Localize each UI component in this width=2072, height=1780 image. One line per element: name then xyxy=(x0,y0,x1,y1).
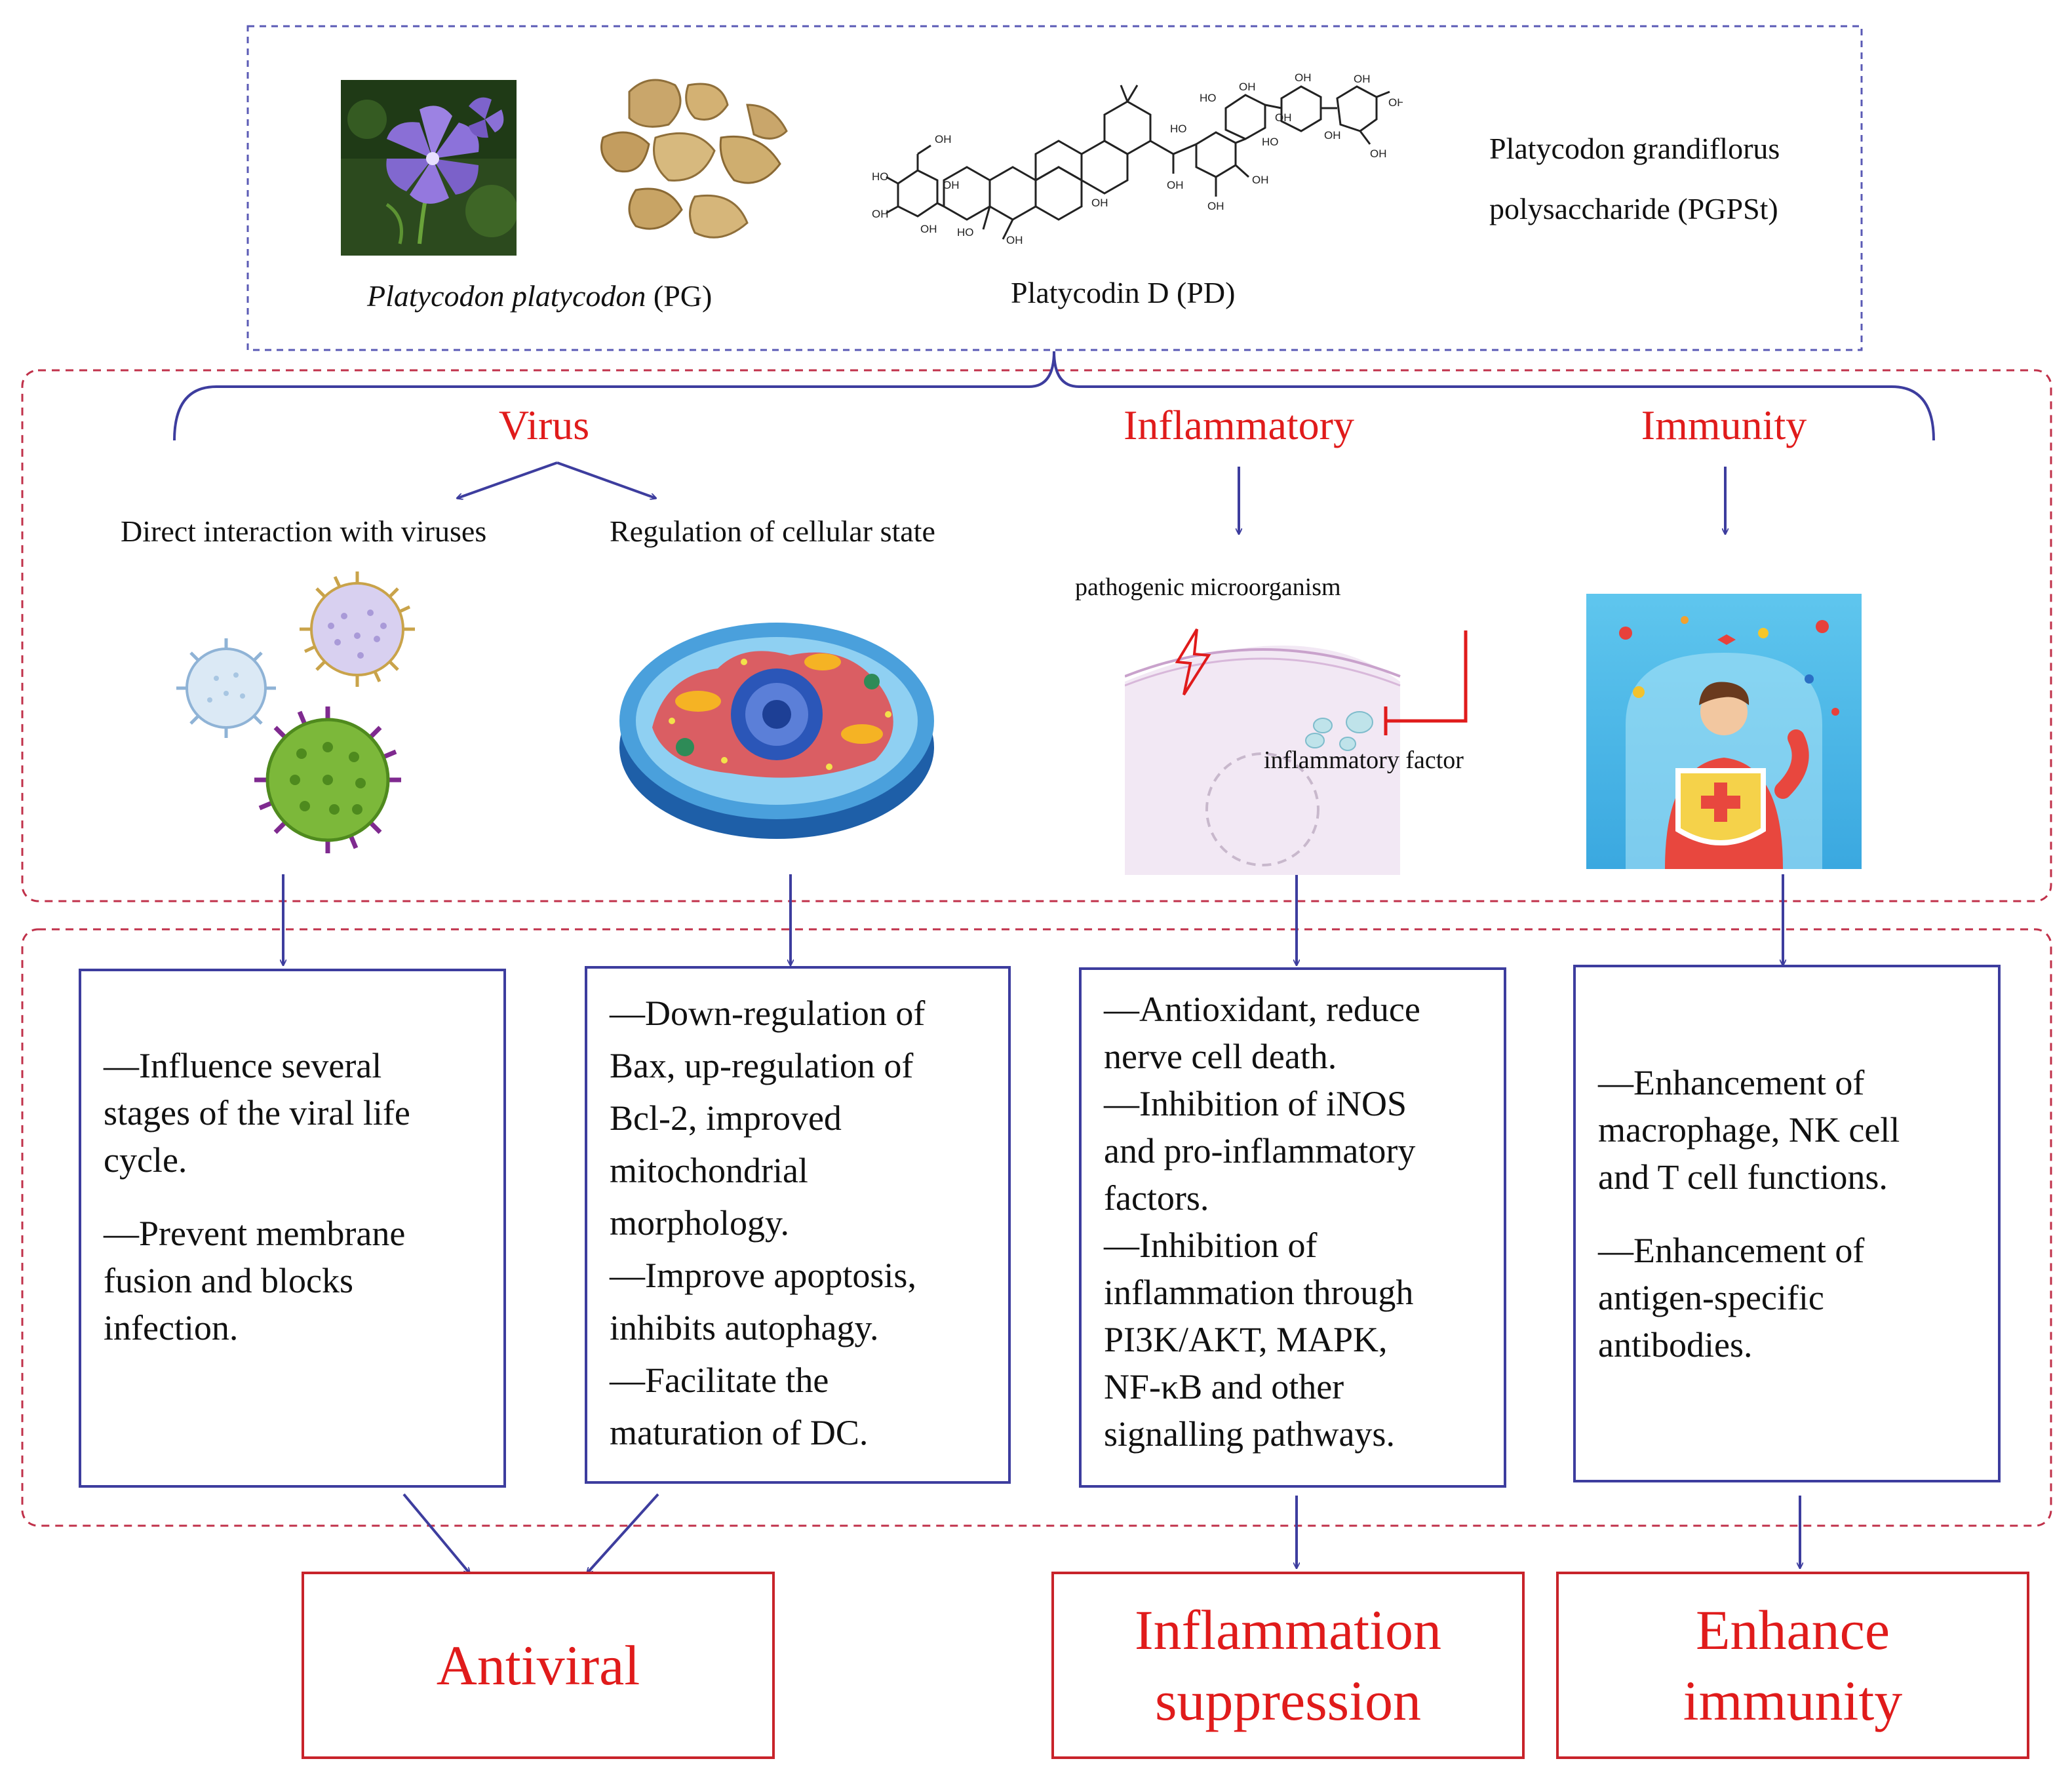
platycodin-d-structure: OH HO OH OH OH HO OH OH OH OH OH OH HO O… xyxy=(872,72,1403,246)
category-virus-title: Virus xyxy=(498,402,590,448)
chem-label: OH xyxy=(1324,129,1341,142)
virus-fork-arrow-left xyxy=(458,461,558,498)
outcome-inflammation-line1: Inflammation xyxy=(1134,1598,1442,1661)
mechanism-line: stages of the viral life xyxy=(104,1093,410,1132)
chem-label: OH xyxy=(1252,174,1269,186)
outcome-antiviral-label: Antiviral xyxy=(436,1634,640,1697)
categories-frame xyxy=(21,369,2052,902)
mechanism-spacer xyxy=(104,1184,481,1210)
chem-label: OH xyxy=(1207,200,1224,212)
mechanism-box-immunity: —Enhancement of macrophage, NK cell and … xyxy=(1573,965,2001,1482)
outcome-immunity-line2: immunity xyxy=(1683,1669,1903,1732)
mechanism-line: cycle. xyxy=(104,1140,187,1180)
chem-label: OH xyxy=(1370,147,1387,160)
mechanism-line: —Prevent membrane xyxy=(104,1214,406,1253)
chem-label: OH xyxy=(935,133,952,145)
mechanism-line: inflammation through xyxy=(1104,1273,1414,1312)
cellular-state-label: Regulation of cellular state xyxy=(610,514,935,548)
chem-label: OH xyxy=(1354,73,1371,85)
mechanism-line: —Enhancement of xyxy=(1598,1063,1865,1102)
pathogen-label: pathogenic microorganism xyxy=(1075,573,1341,601)
chem-label: OH xyxy=(920,223,937,235)
mechanism-line: nerve cell death. xyxy=(1104,1037,1337,1076)
mechanism-line: inhibits autophagy. xyxy=(610,1308,879,1347)
chem-label: HO xyxy=(872,170,889,183)
mechanism-line: NF-κB and other xyxy=(1104,1367,1344,1406)
chem-label: OH xyxy=(1006,234,1023,246)
chem-label: HO xyxy=(1262,136,1279,148)
mechanism-line: —Antioxidant, reduce xyxy=(1104,990,1420,1029)
pd-label: Platycodin D (PD) xyxy=(1011,276,1236,309)
mechanism-line: —Improve apoptosis, xyxy=(610,1256,916,1295)
outcome-immunity-line1: Enhance xyxy=(1695,1598,1890,1661)
chem-label: OH xyxy=(1091,197,1108,209)
direct-interaction-label: Direct interaction with viruses xyxy=(121,514,487,548)
mechanism-line: macrophage, NK cell xyxy=(1598,1110,1900,1150)
mechanism-line: Bcl-2, improved xyxy=(610,1098,842,1138)
mechanism-line: PI3K/AKT, MAPK, xyxy=(1104,1320,1388,1359)
direct-to-antiviral-arrow xyxy=(402,1493,469,1573)
immunity-shield-person-icon xyxy=(1586,594,1862,869)
chem-label: OH xyxy=(1239,81,1256,93)
lightning-bolt xyxy=(1175,628,1211,696)
mechanism-line: —Facilitate the xyxy=(610,1361,829,1400)
eukaryotic-cell-icon xyxy=(619,623,934,839)
category-inflammatory-title: Inflammatory xyxy=(1124,402,1354,448)
mechanism-line: infection. xyxy=(104,1308,239,1347)
mechanism-line: —Enhancement of xyxy=(1598,1231,1865,1270)
mechanism-line: —Inhibition of iNOS xyxy=(1104,1084,1407,1123)
chem-label: OH xyxy=(1167,179,1184,191)
pgps-label-line2: polysaccharide (PGPSt) xyxy=(1489,192,1778,225)
virus-fork-arrow-right xyxy=(557,461,655,498)
chem-label: OH xyxy=(872,208,889,220)
cellular-to-antiviral-arrow xyxy=(587,1493,659,1573)
chem-label: HO xyxy=(1170,123,1187,135)
platycodon-flower-photo xyxy=(341,80,517,256)
pg-label-italic: Platycodon platycodon xyxy=(367,279,646,313)
pg-label-abbr: (PG) xyxy=(653,279,713,313)
mechanism-line: —Inhibition of xyxy=(1104,1226,1318,1265)
inflammatory-factor-label: inflammatory factor xyxy=(1264,746,1464,774)
mechanism-line: morphology. xyxy=(610,1203,789,1243)
mechanism-line: —Down-regulation of xyxy=(610,994,926,1033)
mechanism-line: and pro-inflammatory xyxy=(1104,1131,1416,1171)
sources-frame xyxy=(246,25,1863,351)
outcome-inflammation-suppression: Inflammation suppression xyxy=(1051,1572,1525,1759)
category-brace xyxy=(173,351,1935,441)
mechanism-line: maturation of DC. xyxy=(610,1413,869,1452)
inflammation-cell-icon xyxy=(1125,628,1468,875)
mechanism-line: antibodies. xyxy=(1598,1325,1753,1364)
mechanism-line: factors. xyxy=(1104,1178,1209,1218)
mechanism-line: signalling pathways. xyxy=(1104,1414,1395,1454)
outcome-antiviral: Antiviral xyxy=(302,1572,775,1759)
mechanism-line: Bax, up-regulation of xyxy=(610,1046,914,1085)
inhibition-arrow xyxy=(1386,630,1468,723)
mechanism-line: fusion and blocks xyxy=(104,1261,353,1300)
chem-label: OH xyxy=(943,179,960,191)
chem-label: HO xyxy=(1200,92,1217,104)
mechanism-line: —Influence several xyxy=(104,1046,382,1085)
dried-root-slices-photo xyxy=(600,79,788,239)
chem-label: OH xyxy=(1295,72,1312,84)
mechanism-spacer xyxy=(1598,1201,1976,1227)
mechanism-line: antigen-specific xyxy=(1598,1278,1824,1317)
chem-label: OH xyxy=(1388,96,1403,109)
mechanisms-frame xyxy=(21,928,2052,1527)
mechanism-line: mitochondrial xyxy=(610,1151,808,1190)
virus-particles-icon xyxy=(176,571,415,853)
outcome-inflammation-line2: suppression xyxy=(1154,1669,1422,1732)
chem-label: OH xyxy=(1275,111,1292,124)
pg-label: Platycodon platycodon (PG) xyxy=(367,279,712,313)
mechanism-line: and T cell functions. xyxy=(1598,1157,1888,1197)
mechanism-box-inflammatory: —Antioxidant, reduce nerve cell death. —… xyxy=(1079,967,1506,1488)
category-immunity-title: Immunity xyxy=(1641,402,1807,448)
pgps-label-line1: Platycodon grandiflorus xyxy=(1489,132,1780,165)
chem-label: HO xyxy=(957,226,974,239)
mechanism-box-cellular: —Down-regulation of Bax, up-regulation o… xyxy=(585,966,1011,1484)
outcome-enhance-immunity: Enhance immunity xyxy=(1556,1572,2029,1759)
mechanism-box-direct: —Influence several stages of the viral l… xyxy=(79,969,506,1488)
